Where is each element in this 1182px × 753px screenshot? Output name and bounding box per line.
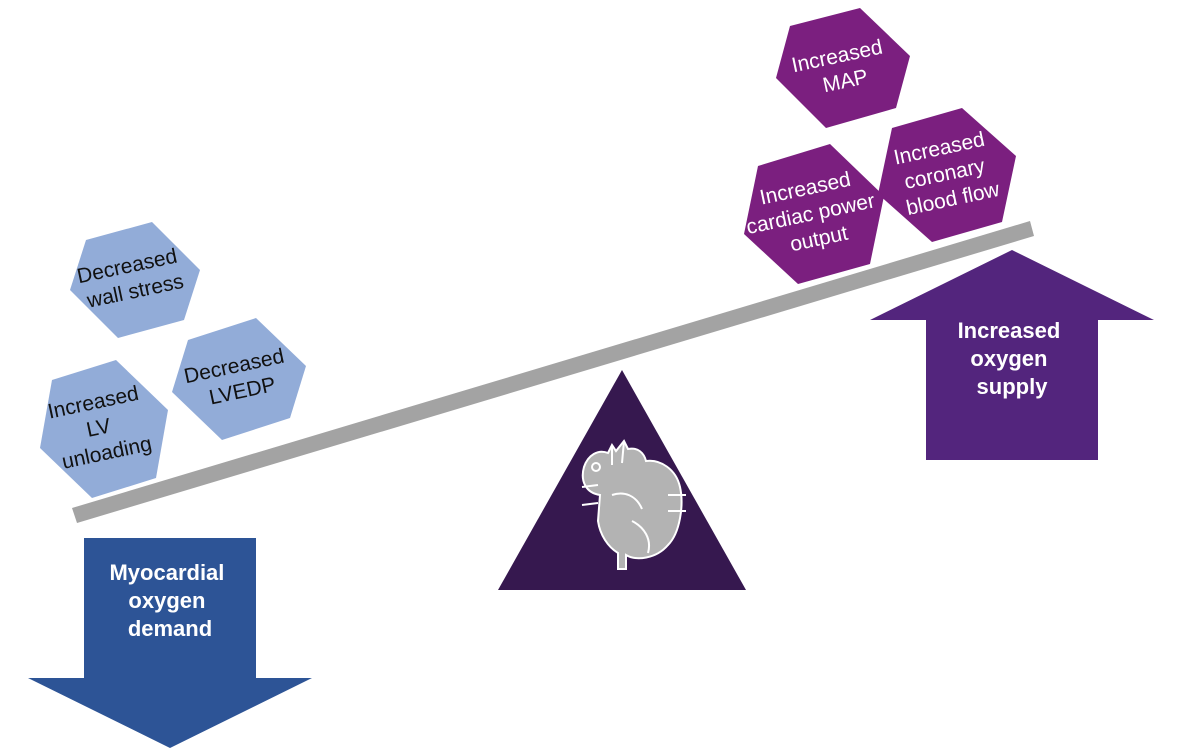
supply-label-line: oxygen [970,346,1047,371]
demand-label-line: Myocardial [109,560,224,585]
hex-increased-map: Increased MAP [776,8,910,128]
heart-icon [581,439,686,570]
supply-label-line: Increased [958,318,1061,343]
hex-increased-lv-unloading: Increased LV unloading [40,360,168,498]
supply-label-line: supply [977,374,1049,399]
svg-text:Increased oxygen s: Increased oxygen supply [958,318,1067,399]
demand-label-line: oxygen [128,588,205,613]
supply-arrow: Increased oxygen supply [870,250,1154,460]
svg-text:Myocardial oxygen: Myocardial oxygen demand [109,560,230,641]
hex-decreased-lvedp: Decreased LVEDP [172,318,306,440]
hex-decreased-wall-stress: Decreased wall stress [70,222,200,338]
hex-increased-cardiac-power-output: Increased cardiac power output [744,144,884,284]
demand-arrow: Myocardial oxygen demand [28,538,312,748]
demand-label-line: demand [128,616,212,641]
hex-line: LV [84,414,112,442]
hex-increased-coronary-blood-flow: Increased coronary blood flow [878,108,1016,242]
seesaw-beam [72,221,1034,523]
